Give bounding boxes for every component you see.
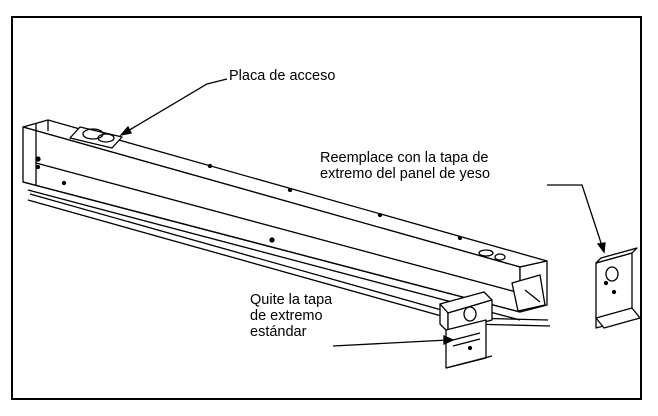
label-access-plate: Placa de acceso xyxy=(229,68,335,84)
leader-standard-cap xyxy=(332,339,449,347)
label-remove-line3: estándar xyxy=(250,324,307,340)
label-remove-standard-cap: Quite la tapa de extremo estándar xyxy=(250,292,332,340)
label-replace-line1: Reemplace con la tapa de xyxy=(320,150,489,166)
label-replace-drywall-cap: Reemplace con la tapa de extremo del pan… xyxy=(320,150,490,182)
label-remove-line2: de extremo xyxy=(250,308,323,324)
leader-drywall-cap xyxy=(547,184,605,253)
label-remove-line1: Quite la tapa xyxy=(250,292,333,308)
leader-access-plate xyxy=(120,78,228,136)
label-access-plate-text: Placa de acceso xyxy=(229,68,336,84)
label-replace-line2: extremo del panel de yeso xyxy=(320,166,491,182)
standard-end-cap xyxy=(439,291,493,369)
drywall-end-cap xyxy=(595,247,641,329)
